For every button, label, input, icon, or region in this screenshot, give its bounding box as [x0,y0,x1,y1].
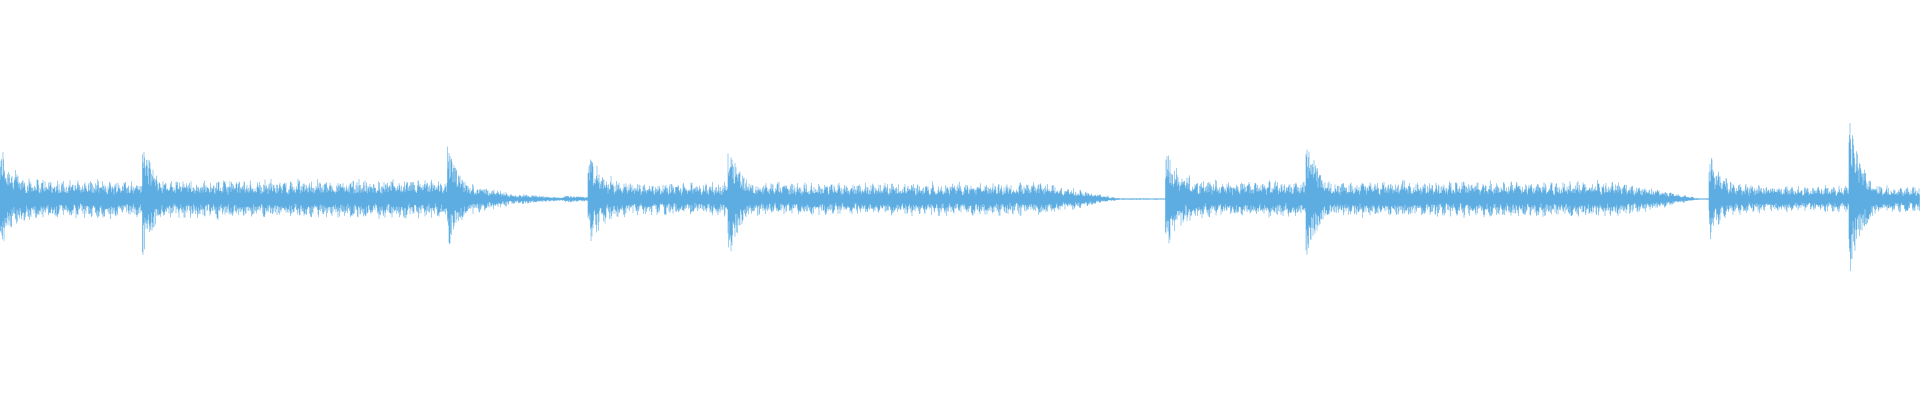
waveform-trace [0,123,1920,272]
